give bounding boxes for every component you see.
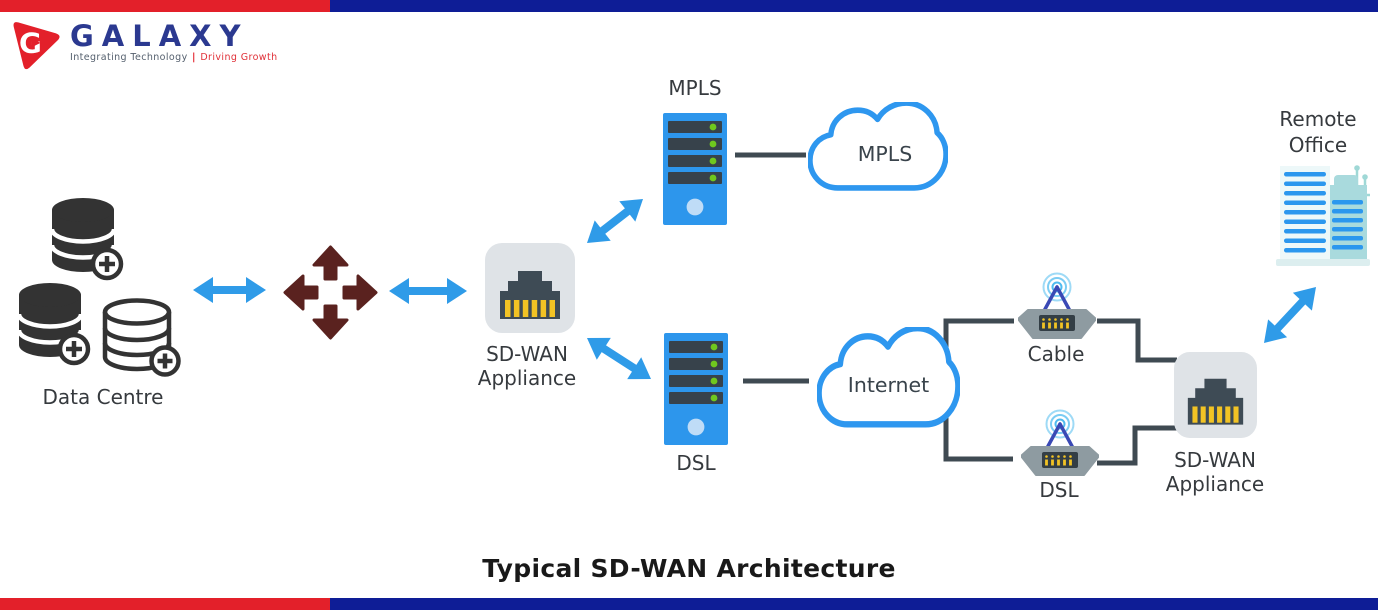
database-icon-outline <box>102 298 181 377</box>
bottom-bar-navy <box>330 598 1378 610</box>
ethernet-appliance-icon-left <box>485 243 575 333</box>
cloud-icon-mpls <box>808 102 948 191</box>
galaxy-logo: G GALAXY Integrating Technology | Drivin… <box>10 14 278 70</box>
svg-text:G: G <box>19 27 42 60</box>
bottom-bar-red <box>0 598 330 610</box>
cross-to-appliance-arrow <box>389 278 467 304</box>
datacentre-to-cross-arrow <box>193 277 266 303</box>
database-icon-dark-bottom <box>17 283 91 366</box>
server-icon-dsl <box>664 333 728 445</box>
sdwan-appliance-left-label: SD-WAN Appliance <box>477 342 577 390</box>
ethernet-appliance-icon-right <box>1174 352 1257 438</box>
dsl-to-appliance-line <box>1097 425 1177 466</box>
data-centre-label: Data Centre <box>42 385 164 409</box>
cable-modem-label: Cable <box>1027 342 1085 366</box>
database-icon-dark-top <box>50 198 124 281</box>
office-building-icon <box>1276 165 1370 266</box>
top-bar-navy <box>330 0 1378 12</box>
dsl-modem-label: DSL <box>1039 478 1079 502</box>
cable-to-appliance-line <box>1097 318 1177 363</box>
appliance-to-dsl-server-arrow <box>587 337 651 380</box>
sdwan-appliance-right-label: SD-WAN Appliance <box>1165 448 1265 496</box>
internet-to-dsl-line <box>943 407 1013 462</box>
diagram-title: Typical SD-WAN Architecture <box>482 554 896 583</box>
four-way-arrows-icon <box>283 245 378 340</box>
modem-icon-cable <box>1018 272 1096 339</box>
server-icon-mpls <box>663 113 727 225</box>
internet-cloud-label: Internet <box>847 373 930 397</box>
modem-icon-dsl <box>1021 409 1099 476</box>
mpls-server-label: MPLS <box>668 76 722 100</box>
mpls-cloud-label: MPLS <box>857 142 913 166</box>
appliance-to-mpls-server-arrow <box>587 199 643 243</box>
brand-tagline: Integrating Technology | Driving Growth <box>70 52 278 63</box>
galaxy-logo-icon: G <box>13 22 60 70</box>
cloud-icon-internet <box>817 327 960 428</box>
brand-name: GALAXY <box>70 19 249 53</box>
appliance-to-remote-office-arrow <box>1264 287 1316 343</box>
dsl-server-label: DSL <box>676 451 716 475</box>
remote-office-label: Remote Office <box>1279 107 1357 157</box>
top-bar-red <box>0 0 330 12</box>
